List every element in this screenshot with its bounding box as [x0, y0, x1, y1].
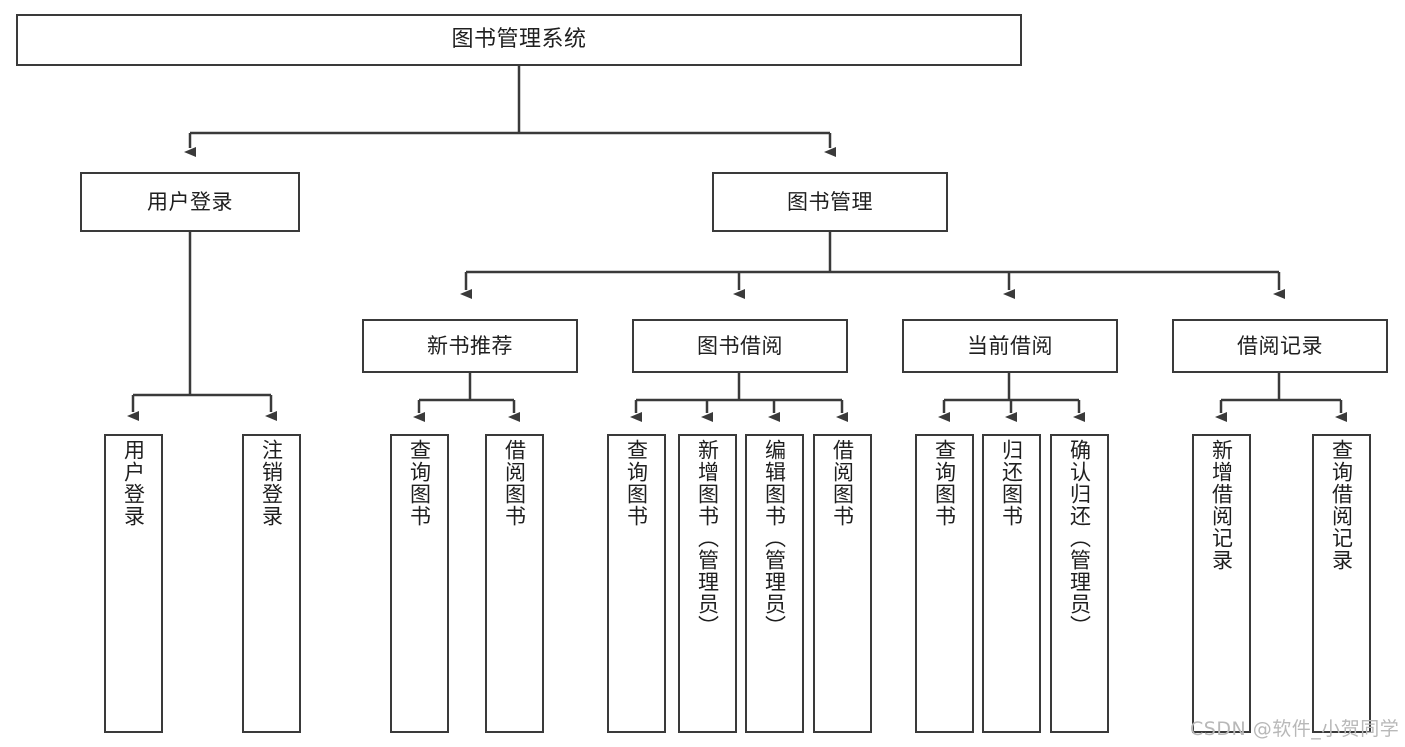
- node-new-book-recommend[interactable]: 新书推荐: [362, 319, 578, 373]
- watermark-text: CSDN @软件_小贺同学: [1190, 718, 1400, 740]
- node-leaf-borrow-book-recommend[interactable]: 借阅图书: [485, 434, 544, 733]
- node-book-management[interactable]: 图书管理: [712, 172, 948, 232]
- node-label: 借阅图书: [502, 439, 527, 527]
- node-book-borrow[interactable]: 图书借阅: [632, 319, 848, 373]
- node-leaf-borrow-book[interactable]: 借阅图书: [813, 434, 872, 733]
- node-leaf-query-book-recommend[interactable]: 查询图书: [390, 434, 449, 733]
- node-leaf-logout-login[interactable]: 注销登录: [242, 434, 301, 733]
- node-label: 图书管理系统: [451, 27, 587, 53]
- node-label: 借阅图书: [830, 439, 855, 527]
- node-leaf-edit-book-admin[interactable]: 编辑图书（管理员）: [745, 434, 804, 733]
- node-label: 注销登录: [259, 439, 284, 527]
- node-leaf-query-book-current[interactable]: 查询图书: [915, 434, 974, 733]
- node-leaf-return-book[interactable]: 归还图书: [982, 434, 1041, 733]
- node-label: 当前借阅: [967, 333, 1053, 358]
- node-root-book-management-system[interactable]: 图书管理系统: [16, 14, 1022, 66]
- node-borrow-record[interactable]: 借阅记录: [1172, 319, 1388, 373]
- node-label: 确认归还（管理员）: [1067, 439, 1092, 637]
- node-label: 图书借阅: [697, 333, 783, 358]
- node-current-borrow[interactable]: 当前借阅: [902, 319, 1118, 373]
- node-label: 新增图书（管理员）: [695, 439, 720, 637]
- node-label: 查询图书: [624, 439, 649, 527]
- node-label: 查询借阅记录: [1329, 439, 1354, 571]
- node-label: 查询图书: [407, 439, 432, 527]
- node-label: 编辑图书（管理员）: [762, 439, 787, 637]
- node-label: 查询图书: [932, 439, 957, 527]
- node-user-login[interactable]: 用户登录: [80, 172, 300, 232]
- node-leaf-query-borrow-record[interactable]: 查询借阅记录: [1312, 434, 1371, 733]
- node-label: 新增借阅记录: [1209, 439, 1234, 571]
- node-label: 图书管理: [787, 189, 873, 214]
- node-label: 用户登录: [147, 189, 233, 214]
- node-label: 归还图书: [999, 439, 1024, 527]
- node-leaf-add-book-admin[interactable]: 新增图书（管理员）: [678, 434, 737, 733]
- node-label: 新书推荐: [427, 333, 513, 358]
- node-leaf-confirm-return-admin[interactable]: 确认归还（管理员）: [1050, 434, 1109, 733]
- node-leaf-add-borrow-record[interactable]: 新增借阅记录: [1192, 434, 1251, 733]
- node-leaf-query-book-borrow[interactable]: 查询图书: [607, 434, 666, 733]
- node-label: 借阅记录: [1237, 333, 1323, 358]
- node-leaf-user-login[interactable]: 用户登录: [104, 434, 163, 733]
- node-label: 用户登录: [121, 439, 146, 527]
